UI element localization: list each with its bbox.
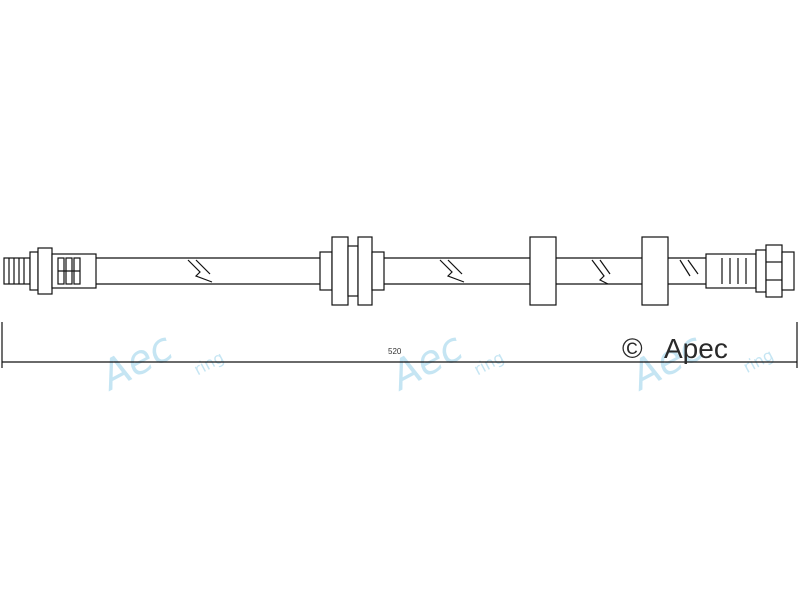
copyright-mark: © Apec [622, 333, 728, 364]
svg-text:ring: ring [191, 348, 228, 379]
bracket-center [347, 245, 359, 297]
left-end-fitting [3, 247, 97, 295]
left-threaded-tip [3, 257, 31, 285]
left-collar [29, 251, 39, 291]
dimension-line: 520 [1, 322, 798, 368]
hose-body [96, 257, 706, 285]
bracket-plate-left [331, 236, 349, 306]
center-bracket [319, 236, 385, 306]
right-tip [781, 251, 795, 291]
svg-text:ring: ring [471, 348, 508, 379]
right-hex-nut [765, 244, 783, 298]
right-crimp-ferrule [705, 253, 757, 289]
hose-clip-2 [641, 236, 669, 306]
hose-clip-1 [529, 236, 557, 306]
copyright-text: Apec [664, 333, 728, 364]
bracket-sleeve-left [319, 251, 333, 291]
right-end-fitting [705, 244, 795, 298]
right-collar [755, 249, 767, 293]
svg-text:ring: ring [740, 345, 777, 376]
bracket-sleeve-right [371, 251, 385, 291]
hose-spiral-marks [187, 259, 699, 285]
left-hex-nut [37, 247, 53, 295]
bracket-plate-right [357, 236, 373, 306]
copyright-symbol: © [622, 333, 643, 364]
dimension-label: 520 [388, 347, 402, 356]
